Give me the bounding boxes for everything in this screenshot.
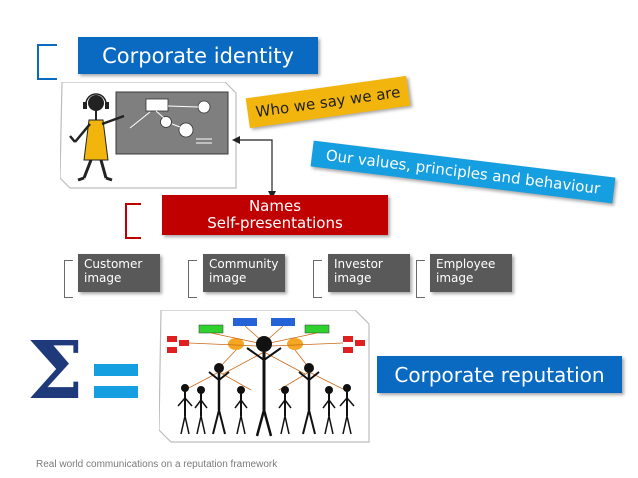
corporate-identity-label: Corporate identity (102, 43, 294, 68)
footer-caption: Real world communications on a reputatio… (36, 459, 278, 470)
customer-image-box: Customer image (78, 254, 160, 292)
community-bracket (188, 260, 197, 298)
names-box: Names Self-presentations (162, 195, 388, 235)
who-we-say-label: Who we say we are (254, 82, 402, 122)
who-we-say-box: Who we say we are (245, 75, 411, 129)
sigma-symbol: Σ (27, 323, 84, 417)
customer-image-line1: Customer (84, 257, 143, 271)
corporate-reputation-box: Corporate reputation (377, 356, 622, 393)
community-image-line1: Community (209, 257, 279, 271)
corporate-identity-box: Corporate identity (78, 37, 318, 74)
employee-image-line1: Employee (436, 257, 496, 271)
investor-image-line1: Investor (334, 257, 383, 271)
values-box: Our values, principles and behaviour (310, 140, 616, 204)
equals-bar-top (94, 364, 138, 376)
corporate-reputation-label: Corporate reputation (394, 362, 605, 387)
network-illustration (159, 310, 370, 443)
connector-arrow (232, 136, 276, 199)
community-image-box: Community image (203, 254, 285, 292)
investor-image-line2: image (334, 271, 372, 285)
investor-bracket (313, 260, 322, 298)
identity-bracket (37, 44, 57, 80)
equals-bar-bottom (94, 386, 138, 398)
employee-image-line2: image (436, 271, 474, 285)
investor-image-box: Investor image (328, 254, 410, 292)
values-label: Our values, principles and behaviour (324, 146, 602, 198)
names-line1: Names (248, 197, 302, 215)
customer-image-line2: image (84, 271, 122, 285)
names-bracket (125, 203, 141, 239)
presenter-illustration (60, 82, 237, 189)
employee-bracket (416, 260, 425, 298)
customer-bracket (64, 260, 73, 298)
employee-image-box: Employee image (430, 254, 512, 292)
names-line2: Self-presentations (207, 214, 343, 232)
community-image-line2: image (209, 271, 247, 285)
